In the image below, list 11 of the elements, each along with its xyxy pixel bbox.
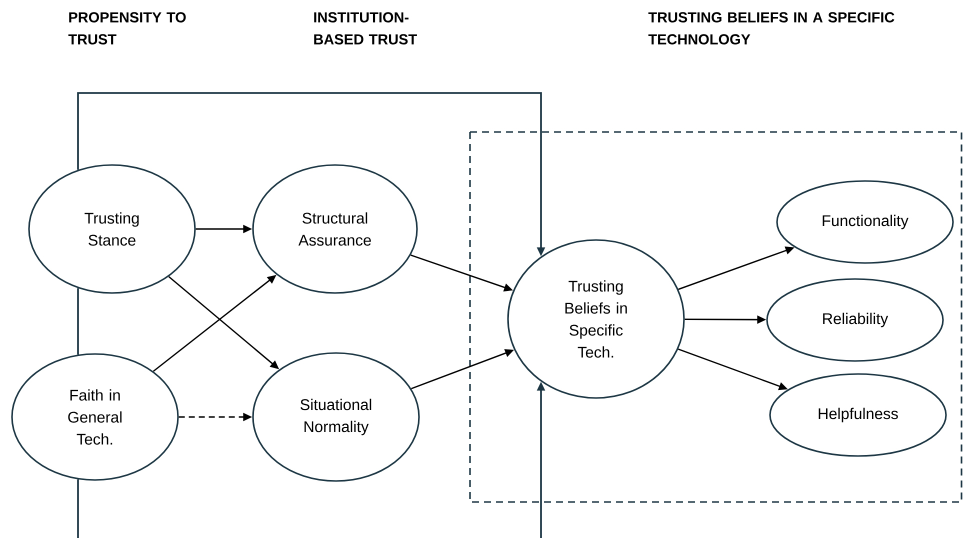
oval-node: Functionality — [776, 180, 954, 264]
oval-node: Trusting Beliefs in Specific Tech. — [507, 239, 685, 399]
oval-node: Structural Assurance — [252, 164, 418, 294]
section-heading: TRUSTING BELIEFS IN A SPECIFIC TECHNOLOGY — [648, 12, 894, 44]
section-heading: INSTITUTION-BASED TRUST — [314, 12, 417, 44]
oval-node: Trusting Stance — [28, 164, 196, 294]
oval-node: Reliability — [766, 278, 944, 362]
section-heading: PROPENSITY TO TRUST — [68, 12, 186, 44]
oval-node: Helpfulness — [769, 373, 947, 457]
oval-node: Situational Normality — [252, 352, 420, 482]
oval-node: Faith in General Tech. — [11, 353, 179, 481]
